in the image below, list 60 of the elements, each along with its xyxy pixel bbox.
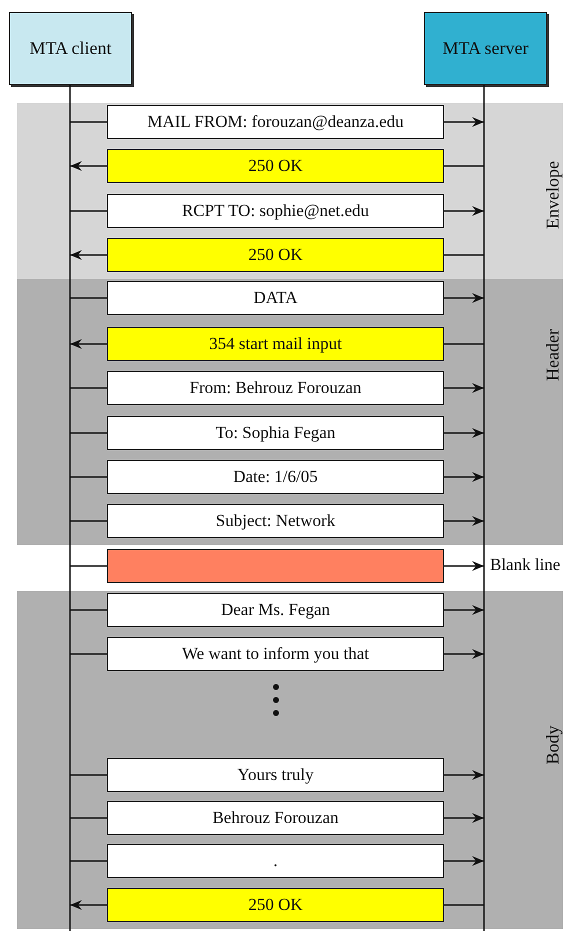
connector-line bbox=[70, 520, 107, 522]
connector-line bbox=[70, 297, 107, 299]
arrow bbox=[444, 813, 484, 823]
message-box: 354 start mail input bbox=[107, 327, 444, 361]
message-box: 250 OK bbox=[107, 149, 444, 183]
message-box: Behrouz Forouzan bbox=[107, 801, 444, 835]
message-box: Subject: Network bbox=[107, 504, 444, 538]
connector-line bbox=[70, 387, 107, 389]
message-box: 250 OK bbox=[107, 888, 444, 922]
arrow bbox=[444, 206, 484, 216]
arrow bbox=[444, 605, 484, 615]
message-box: Yours truly bbox=[107, 758, 444, 792]
message-box: . bbox=[107, 844, 444, 878]
connector-line bbox=[70, 653, 107, 655]
arrow bbox=[444, 117, 484, 127]
agent-label: MTA client bbox=[29, 38, 112, 60]
section-label: Header bbox=[542, 329, 564, 381]
section-band bbox=[17, 279, 563, 545]
connector-line bbox=[70, 121, 107, 123]
arrow bbox=[70, 900, 107, 910]
connector-line bbox=[444, 343, 484, 345]
arrow bbox=[444, 561, 484, 571]
arrow bbox=[444, 856, 484, 866]
agent-label: MTA server bbox=[442, 38, 529, 60]
arrow bbox=[444, 649, 484, 659]
message-box: MAIL FROM: forouzan@deanza.edu bbox=[107, 105, 444, 139]
connector-line bbox=[444, 904, 484, 906]
arrow bbox=[444, 472, 484, 482]
connector-line bbox=[444, 254, 484, 256]
arrow bbox=[444, 383, 484, 393]
side-note: Blank line bbox=[490, 555, 560, 575]
connector-line bbox=[444, 165, 484, 167]
connector-line bbox=[70, 817, 107, 819]
arrow bbox=[444, 770, 484, 780]
message-box: We want to inform you that bbox=[107, 637, 444, 671]
arrow bbox=[444, 428, 484, 438]
arrow bbox=[444, 516, 484, 526]
message-box: DATA bbox=[107, 281, 444, 315]
section-band bbox=[17, 103, 563, 279]
message-box: RCPT TO: sophie@net.edu bbox=[107, 194, 444, 228]
connector-line bbox=[70, 210, 107, 212]
arrow bbox=[70, 161, 107, 171]
message-box bbox=[107, 549, 444, 583]
connector-line bbox=[70, 565, 107, 567]
arrow bbox=[70, 250, 107, 260]
message-box: To: Sophia Fegan bbox=[107, 416, 444, 450]
message-box: Date: 1/6/05 bbox=[107, 460, 444, 494]
message-box: Dear Ms. Fegan bbox=[107, 593, 444, 627]
connector-line bbox=[70, 774, 107, 776]
section-band bbox=[17, 591, 563, 929]
arrow bbox=[70, 339, 107, 349]
section-label: Body bbox=[542, 726, 564, 764]
message-box: From: Behrouz Forouzan bbox=[107, 371, 444, 405]
connector-line bbox=[70, 860, 107, 862]
message-box: 250 OK bbox=[107, 238, 444, 272]
section-label: Envelope bbox=[542, 161, 564, 229]
connector-line bbox=[70, 432, 107, 434]
connector-line bbox=[70, 609, 107, 611]
connector-line bbox=[70, 476, 107, 478]
arrow bbox=[444, 293, 484, 303]
